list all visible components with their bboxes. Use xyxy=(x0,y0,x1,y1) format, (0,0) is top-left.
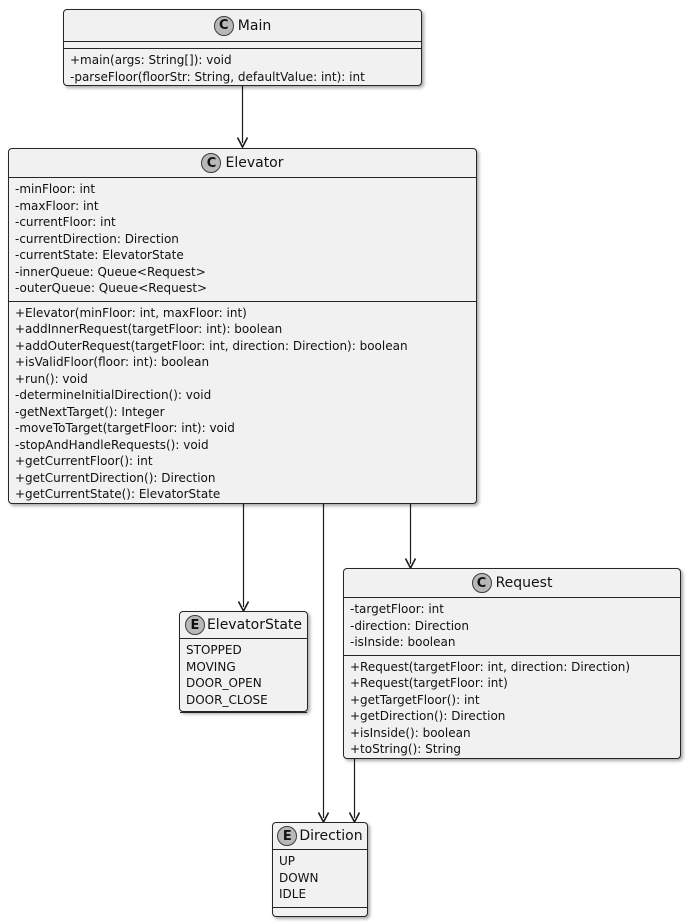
class-main-header: C Main xyxy=(64,10,421,42)
class-elevator-fields: -minFloor: int -maxFloor: int -currentFl… xyxy=(9,178,476,302)
field-row: -currentFloor: int xyxy=(15,215,116,229)
method-row: +main(args: String[]): void xyxy=(70,53,232,67)
method-row: +Request(targetFloor: int) xyxy=(350,676,508,690)
enum-elevatorstate-values: STOPPED MOVING DOOR_OPEN DOOR_CLOSE xyxy=(180,639,307,713)
enum-elevatorstate-name: ElevatorState xyxy=(206,617,303,633)
class-request-fields: -targetFloor: int -direction: Direction … xyxy=(344,598,680,656)
class-main-name: Main xyxy=(237,17,272,34)
field-row: -outerQueue: Queue<Request> xyxy=(15,281,208,295)
method-row: +addInnerRequest(targetFloor: int): bool… xyxy=(15,322,283,336)
enum-direction-header: E Direction xyxy=(273,823,367,850)
method-row: +Request(targetFloor: int, direction: Di… xyxy=(350,659,631,674)
enum-icon: E xyxy=(184,615,205,635)
class-icon: C xyxy=(213,15,234,36)
method-row: +toString(): String xyxy=(350,742,461,756)
class-main-fields-empty xyxy=(64,42,421,49)
method-row: +getCurrentFloor(): int xyxy=(15,454,153,468)
enum-value-row: DOOR_OPEN xyxy=(186,676,262,690)
class-elevator: C Elevator -minFloor: int -maxFloor: int… xyxy=(8,148,477,504)
method-row: +addOuterRequest(targetFloor: int, direc… xyxy=(15,338,408,353)
enum-value-row: STOPPED xyxy=(186,643,242,657)
arrowhead-main-to-elevator xyxy=(236,137,249,149)
enum-value-row: MOVING xyxy=(186,659,236,674)
class-elevator-header: C Elevator xyxy=(9,149,476,178)
method-row: +getTargetFloor(): int xyxy=(350,692,480,707)
class-request-methods: +Request(targetFloor: int, direction: Di… xyxy=(344,656,680,762)
enum-elevatorstate-header: E ElevatorState xyxy=(180,612,307,639)
enum-direction-values: UP DOWN IDLE xyxy=(273,850,367,908)
class-main: C Main +main(args: String[]): void -pars… xyxy=(63,9,422,86)
enum-direction-name: Direction xyxy=(299,828,363,844)
class-main-methods: +main(args: String[]): void -parseFloor(… xyxy=(64,49,421,89)
field-row: -targetFloor: int xyxy=(350,602,444,616)
method-row: +Elevator(minFloor: int, maxFloor: int) xyxy=(15,305,247,320)
class-icon: C xyxy=(471,573,492,593)
method-row: -parseFloor(floorStr: String, defaultVal… xyxy=(70,69,365,84)
enum-elevatorstate: E ElevatorState STOPPED MOVING DOOR_OPEN… xyxy=(179,611,308,713)
enum-direction-empty xyxy=(273,908,367,917)
class-elevator-methods: +Elevator(minFloor: int, maxFloor: int) … xyxy=(9,302,476,507)
method-row: +isValidFloor(floor: int): boolean xyxy=(15,355,210,369)
field-row: -currentDirection: Direction xyxy=(15,231,179,246)
enum-value-row: DOWN xyxy=(279,870,319,885)
enum-value-row: IDLE xyxy=(279,887,307,901)
class-icon: C xyxy=(201,153,222,173)
method-row: +run(): void xyxy=(15,371,88,386)
class-request-header: C Request xyxy=(344,569,680,598)
field-row: -isInside: boolean xyxy=(350,635,456,649)
class-elevator-name: Elevator xyxy=(225,155,284,171)
method-row: +getCurrentState(): ElevatorState xyxy=(15,487,221,501)
method-row: +isInside(): boolean xyxy=(350,725,471,740)
enum-direction: E Direction UP DOWN IDLE xyxy=(272,822,368,917)
field-row: -minFloor: int xyxy=(15,182,96,196)
field-row: -direction: Direction xyxy=(350,618,469,633)
method-row: +getDirection(): Direction xyxy=(350,709,506,723)
method-row: +getCurrentDirection(): Direction xyxy=(15,470,216,485)
field-row: -maxFloor: int xyxy=(15,198,99,213)
method-row: -getNextTarget(): Integer xyxy=(15,404,165,419)
method-row: -moveToTarget(targetFloor: int): void xyxy=(15,421,235,435)
field-row: -currentState: ElevatorState xyxy=(15,248,184,262)
enum-value-row: UP xyxy=(279,854,296,868)
class-request-name: Request xyxy=(495,575,553,591)
enum-icon: E xyxy=(277,826,298,846)
method-row: -determineInitialDirection(): void xyxy=(15,388,212,402)
field-row: -innerQueue: Queue<Request> xyxy=(15,264,206,279)
class-request: C Request -targetFloor: int -direction: … xyxy=(343,568,681,759)
method-row: -stopAndHandleRequests(): void xyxy=(15,437,209,452)
enum-value-row: DOOR_CLOSE xyxy=(186,692,268,707)
